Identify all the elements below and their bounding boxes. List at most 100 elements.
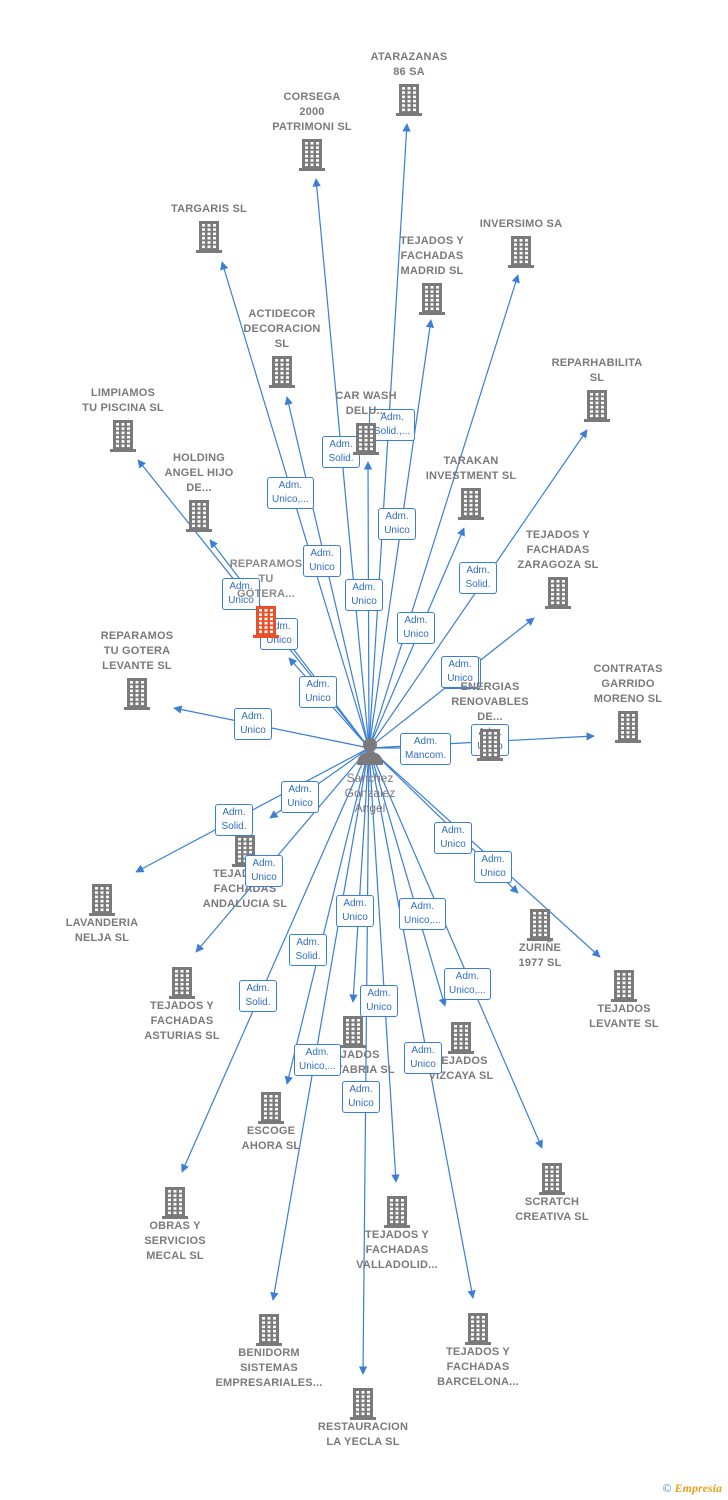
role-label-benidorm[interactable]: Adm. Unico,...	[294, 1044, 341, 1076]
role-label-targaris[interactable]: Adm. Unico,...	[267, 477, 314, 509]
role-label-escoge[interactable]: Adm. Solid.	[289, 934, 327, 966]
company-node-reparamos_levante[interactable]: REPARAMOS TU GOTERA LEVANTE SL	[77, 629, 197, 710]
edge-escoge	[284, 747, 370, 1085]
company-node-contratas[interactable]: CONTRATAS GARRIDO MORENO SL	[568, 662, 688, 743]
copyright-symbol: ©	[662, 1481, 672, 1495]
role-label-tejados_barcelona[interactable]: Adm. Unico	[404, 1042, 442, 1074]
role-label-tejados_zaragoza[interactable]: Adm. Unico	[441, 656, 479, 688]
role-label-reparamos_levante[interactable]: Adm. Unico	[234, 708, 272, 740]
role-label-restauracion[interactable]: Adm. Unico	[342, 1081, 380, 1113]
role-label-energias[interactable]: Adm. Mancom.	[400, 733, 452, 765]
company-node-restauracion[interactable]: RESTAURACION LA YECLA SL	[303, 1384, 423, 1450]
edge-obras	[181, 747, 370, 1173]
role-label-tarakan[interactable]: Adm. Unico	[397, 612, 435, 644]
company-node-carwash[interactable]: CAR WASH DELU...	[306, 389, 426, 455]
building-icon	[458, 488, 484, 520]
company-label: REPARAMOS TU GOTERA...	[229, 558, 303, 600]
person-name: Sanchez Gonzalez Angel	[344, 771, 396, 815]
company-label: TARAKAN INVESTMENT SL	[425, 455, 517, 482]
company-node-lavanderia[interactable]: LAVANDERIA NELJA SL	[42, 880, 162, 946]
edge-tejados_vizcaya	[368, 747, 447, 1007]
building-icon	[196, 221, 222, 253]
building-icon	[299, 139, 325, 171]
role-label-tejados_vizcaya[interactable]: Adm. Unico,...	[399, 898, 446, 930]
company-node-benidorm[interactable]: BENIDORM SISTEMAS EMPRESARIALES...	[209, 1310, 329, 1391]
building-icon	[169, 967, 195, 999]
company-node-limpiamos[interactable]: LIMPIAMOS TU PISCINA SL	[63, 386, 183, 452]
role-label-tejados_asturias[interactable]: Adm. Unico	[245, 855, 283, 887]
role-label-tejados_levante[interactable]: Adm. Unico	[474, 851, 512, 883]
company-node-tejados_valladolid[interactable]: TEJADOS Y FACHADAS VALLADOLID...	[337, 1192, 457, 1273]
company-label: BENIDORM SISTEMAS EMPRESARIALES...	[215, 1347, 323, 1389]
company-label: CAR WASH DELU...	[335, 390, 397, 417]
role-label-actidecor[interactable]: Adm. Unico	[303, 545, 341, 577]
building-icon	[611, 970, 637, 1002]
role-label-reparamos_tu[interactable]: Adm. Unico	[299, 676, 337, 708]
company-node-atarazanas[interactable]: ATARAZANAS 86 SA	[349, 50, 469, 116]
company-node-tejados_levante[interactable]: TEJADOS LEVANTE SL	[564, 966, 684, 1032]
role-label-atarazanas[interactable]: Adm. Solid.,...	[369, 409, 416, 441]
role-label-carwash[interactable]: Adm. Unico	[345, 579, 383, 611]
role-label-tejados_valladolid[interactable]: Adm. Unico	[360, 985, 398, 1017]
building-icon	[269, 356, 295, 388]
company-label: HOLDING ANGEL HIJO DE...	[164, 452, 234, 494]
company-node-targaris[interactable]: TARGARIS SL	[149, 202, 269, 253]
company-node-zurine[interactable]: ZURIÑE 1977 SL	[480, 905, 600, 971]
role-label-lavanderia[interactable]: Adm. Solid.	[215, 804, 253, 836]
company-node-escoge[interactable]: ESCOGE AHORA SL	[211, 1088, 331, 1154]
footer-brand[interactable]: © Empresia	[663, 1481, 722, 1496]
company-node-inversimo[interactable]: INVERSIMO SA	[461, 217, 581, 268]
company-node-reparamos_tu[interactable]: REPARAMOS TU GOTERA...	[206, 557, 326, 638]
company-label: ESCOGE AHORA SL	[241, 1125, 301, 1152]
building-icon	[186, 500, 212, 532]
role-label-tejados_cantabria[interactable]: Adm. Unico	[336, 895, 374, 927]
company-node-tejados_barcelona[interactable]: TEJADOS Y FACHADAS BARCELONA...	[418, 1309, 538, 1390]
company-node-scratch[interactable]: SCRATCH CREATIVA SL	[492, 1159, 612, 1225]
company-node-actidecor[interactable]: ACTIDECOR DECORACION SL	[222, 307, 342, 388]
building-icon	[615, 711, 641, 743]
company-label: ZURIÑE 1977 SL	[518, 942, 562, 969]
building-icon	[545, 577, 571, 609]
company-label: ENERGIAS RENOVABLES DE...	[451, 681, 529, 723]
role-label-obras[interactable]: Adm. Solid.	[239, 980, 277, 1012]
role-label-tejados_andalucia[interactable]: Adm. Unico	[281, 781, 319, 813]
company-node-tejados_zaragoza[interactable]: TEJADOS Y FACHADAS ZARAGOZA SL	[498, 528, 618, 609]
edge-inversimo	[368, 274, 520, 749]
company-label: OBRAS Y SERVICIOS MECAL SL	[144, 1220, 206, 1262]
company-node-obras[interactable]: OBRAS Y SERVICIOS MECAL SL	[115, 1183, 235, 1264]
building-highlight-icon	[253, 606, 279, 638]
building-icon	[477, 729, 503, 761]
role-label-tejados_madrid[interactable]: Adm. Unico	[378, 508, 416, 540]
role-label-limpiamos[interactable]: Adm. Unico	[222, 578, 260, 610]
company-label: INVERSIMO SA	[479, 218, 563, 230]
company-node-holding[interactable]: HOLDING ANGEL HIJO DE...	[139, 451, 259, 532]
company-label: RESTAURACION LA YECLA SL	[317, 1421, 409, 1448]
company-label: REPARAMOS TU GOTERA LEVANTE SL	[100, 630, 174, 672]
company-label: CORSEGA 2000 PATRIMONI SL	[272, 91, 352, 133]
company-node-tarakan[interactable]: TARAKAN INVESTMENT SL	[411, 454, 531, 520]
company-node-tejados_asturias[interactable]: TEJADOS Y FACHADAS ASTURIAS SL	[122, 963, 242, 1044]
edge-restauracion	[358, 747, 370, 1375]
building-icon	[396, 84, 422, 116]
company-node-energias[interactable]: ENERGIAS RENOVABLES DE...	[430, 680, 550, 761]
company-label: TEJADOS LEVANTE SL	[589, 1003, 659, 1030]
building-icon	[124, 678, 150, 710]
building-icon	[465, 1313, 491, 1345]
role-label-zurine[interactable]: Adm. Unico	[434, 822, 472, 854]
building-icon	[258, 1092, 284, 1124]
company-label: TEJADOS Y FACHADAS VALLADOLID...	[356, 1229, 438, 1271]
company-node-reparhabilita[interactable]: REPARHABILITA SL	[537, 356, 657, 422]
company-label: LAVANDERIA NELJA SL	[65, 917, 139, 944]
building-icon	[353, 423, 379, 455]
company-label: TEJADOS Y FACHADAS MADRID SL	[400, 235, 464, 277]
company-node-tejados_madrid[interactable]: TEJADOS Y FACHADAS MADRID SL	[372, 234, 492, 315]
building-icon	[162, 1187, 188, 1219]
edge-tejados_asturias	[195, 747, 370, 953]
building-icon	[256, 1314, 282, 1346]
company-label: ATARAZANAS 86 SA	[370, 51, 448, 78]
role-label-inversimo[interactable]: Adm. Solid.	[459, 562, 497, 594]
company-node-corsega[interactable]: CORSEGA 2000 PATRIMONI SL	[252, 90, 372, 171]
role-label-scratch[interactable]: Adm. Unico,...	[444, 968, 491, 1000]
center-person[interactable]: Sanchez Gonzalez Angel	[328, 736, 412, 816]
brand-name: Empresia	[674, 1481, 722, 1495]
